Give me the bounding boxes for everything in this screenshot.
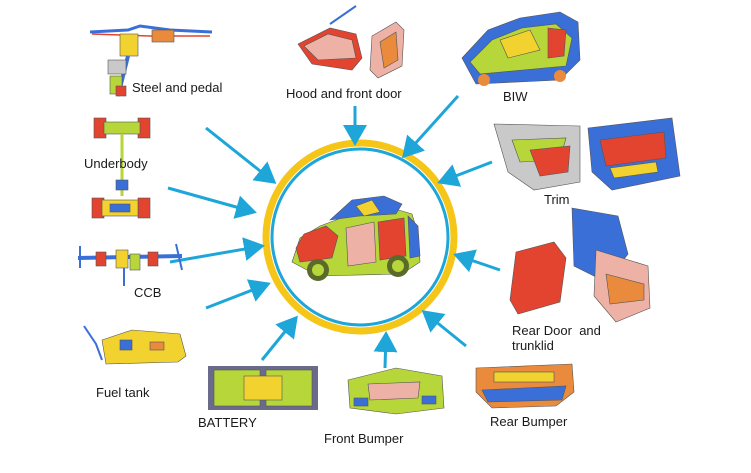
arrow-trim [437,160,493,187]
label-battery: BATTERY [198,415,257,430]
label-trim: Trim [544,192,570,207]
arrow-front-bumper [373,331,398,369]
arrow-biw [401,94,460,159]
label-front-bumper: Front Bumper [324,431,404,446]
cross-car-beam-icon [77,243,183,286]
hood-door-icon [297,5,405,79]
body-in-white-icon [461,11,581,86]
steering-pedal-icon [89,24,213,97]
label-ccb: CCB [134,285,162,300]
label-fuel-tank: Fuel tank [96,385,150,400]
arrow-rear-bumper [421,310,467,348]
label-rear-bumper: Rear Bumper [490,414,568,429]
underbody-icon [91,117,151,219]
arrow-ccb [169,237,265,264]
rear-door-trunklid-icon [509,207,651,323]
arrows-group [167,94,501,369]
arrow-fuel-tank [205,279,271,310]
rear-bumper-icon [475,363,575,409]
battery-icon [208,366,318,410]
label-rear-door-trunklid: Rear Door and trunklid [512,323,601,353]
fuel-tank-icon [83,325,187,365]
arrow-underbody [167,186,257,219]
door-trim-icon [493,117,681,191]
label-biw: BIW [503,89,528,104]
arrow-battery [260,315,298,361]
label-steel-and-pedal: Steel and pedal [132,80,223,95]
label-hood-front-door: Hood and front door [286,86,402,101]
front-bumper-icon [347,367,445,415]
label-underbody: Underbody [84,156,148,171]
arrow-steel-and-pedal [205,126,277,184]
arrow-rear-door [453,249,501,273]
car-assembly-icon [291,195,421,281]
